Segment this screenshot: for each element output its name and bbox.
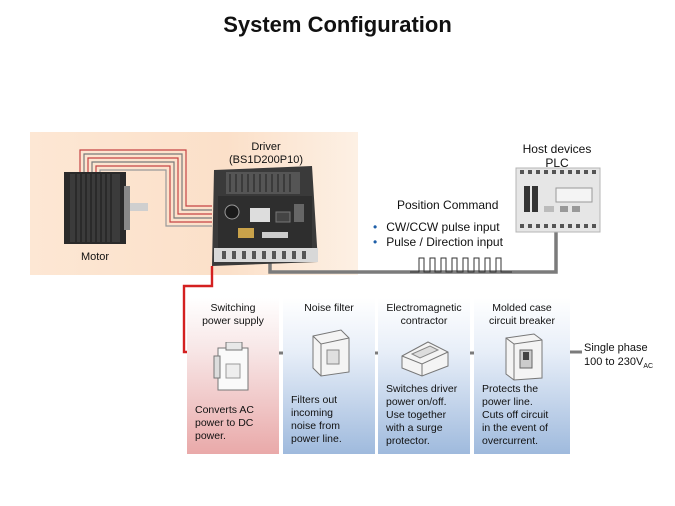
power-supply-icon bbox=[213, 342, 249, 391]
panel-title: Molded case circuit breaker bbox=[474, 302, 570, 328]
desc-line: with a surge bbox=[386, 422, 443, 434]
desc-line: Cuts off circuit bbox=[482, 409, 549, 421]
desc-line: Use together bbox=[386, 409, 447, 421]
panel-title-line: Molded case bbox=[492, 302, 552, 314]
host-devices-label: Host devices PLC bbox=[511, 142, 603, 170]
list-item: CW/CCW pulse input bbox=[373, 220, 503, 235]
pulse-train-icon bbox=[410, 257, 512, 273]
desc-line: Filters out bbox=[291, 394, 338, 406]
panel-title: Noise filter bbox=[283, 302, 375, 315]
panel-description: Protects the power line. Cuts off circui… bbox=[482, 383, 566, 448]
panel-title-line: circuit breaker bbox=[489, 315, 555, 327]
driver-label-line1: Driver bbox=[251, 141, 281, 153]
panel-title-line: Electromagnetic bbox=[386, 302, 462, 314]
driver-board-icon bbox=[212, 166, 318, 266]
dc-power-cable bbox=[182, 266, 214, 354]
host-label-line1: Host devices bbox=[522, 142, 592, 156]
motor-cable bbox=[79, 149, 212, 227]
driver-model-label: (BS1D200P10) bbox=[229, 154, 303, 166]
desc-line: protector. bbox=[386, 435, 430, 447]
stepper-motor-icon bbox=[64, 172, 148, 244]
desc-line: Converts AC bbox=[195, 404, 254, 416]
panel-title-line: power supply bbox=[202, 315, 264, 327]
panel-title: Electromagnetic contractor bbox=[378, 302, 470, 328]
panel-description: Converts AC power to DC power. bbox=[195, 404, 275, 443]
desc-line: power line. bbox=[482, 396, 533, 408]
circuit-breaker-icon bbox=[505, 333, 543, 381]
contactor-icon bbox=[401, 341, 449, 377]
supply-voltage-subscript: AC bbox=[643, 363, 654, 371]
desc-line: Protects the bbox=[482, 383, 539, 395]
desc-line: incoming bbox=[291, 407, 334, 419]
supply-voltage: 100 to 230V bbox=[584, 356, 644, 368]
panel-electromagnetic-contractor: Electromagnetic contractor Switches driv… bbox=[378, 298, 470, 454]
position-command-heading: Position Command bbox=[397, 198, 499, 212]
panel-title-line: Switching bbox=[210, 302, 256, 314]
driver-label: Driver (BS1D200P10) bbox=[220, 141, 312, 167]
supply-label: Single phase 100 to 230VAC bbox=[584, 341, 653, 374]
plc-label: PLC bbox=[545, 156, 569, 170]
panel-molded-case-circuit-breaker: Molded case circuit breaker Protects the… bbox=[474, 298, 570, 454]
desc-line: power on/off. bbox=[386, 396, 447, 408]
supply-line1: Single phase bbox=[584, 342, 648, 354]
noise-filter-icon bbox=[312, 329, 350, 377]
panel-noise-filter: Noise filter Filters out incoming noise … bbox=[283, 298, 375, 454]
desc-line: power line. bbox=[291, 433, 342, 445]
panel-switching-power-supply: Switching power supply Converts AC power… bbox=[187, 298, 279, 454]
panel-title-line: contractor bbox=[400, 315, 448, 327]
desc-line: noise from bbox=[291, 420, 341, 432]
desc-line: overcurrent. bbox=[482, 435, 539, 447]
panel-description: Switches driver power on/off. Use togeth… bbox=[386, 383, 466, 448]
plc-icon bbox=[515, 167, 601, 233]
desc-line: Switches driver bbox=[386, 383, 458, 395]
desc-line: power. bbox=[195, 430, 226, 442]
panel-description: Filters out incoming noise from power li… bbox=[291, 394, 371, 446]
position-command-list: CW/CCW pulse input Pulse / Direction inp… bbox=[373, 220, 503, 250]
panel-title-line: Noise filter bbox=[304, 302, 354, 314]
list-item: Pulse / Direction input bbox=[373, 235, 503, 250]
panel-title: Switching power supply bbox=[187, 302, 279, 328]
desc-line: in the event of bbox=[482, 422, 548, 434]
page-title: System Configuration bbox=[223, 12, 452, 37]
motor-label: Motor bbox=[80, 251, 110, 263]
supply-line2: 100 to 230VAC bbox=[584, 355, 653, 374]
desc-line: power to DC bbox=[195, 417, 254, 429]
